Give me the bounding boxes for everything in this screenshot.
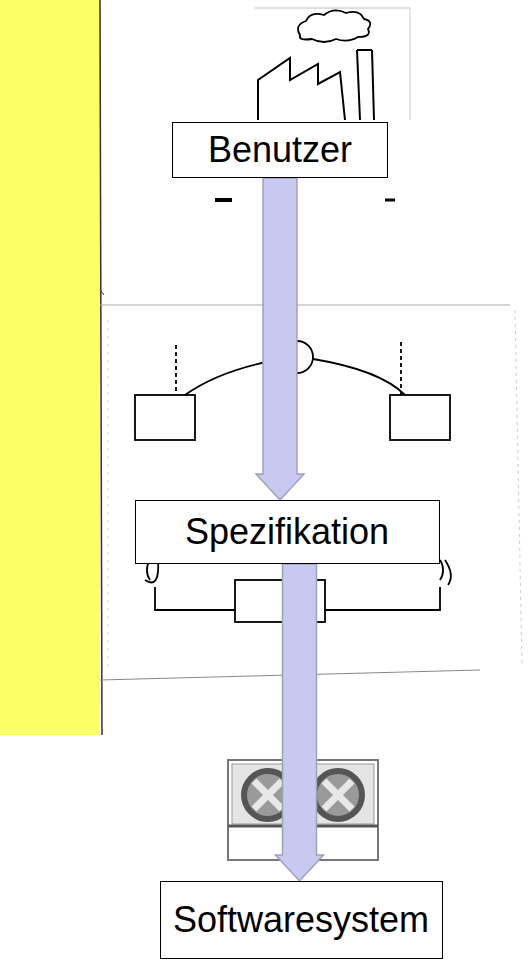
user-box: Benutzer (172, 122, 388, 178)
band-edge (100, 0, 102, 735)
specification-box: Spezifikation (135, 500, 440, 564)
block-arrow (256, 178, 304, 500)
band-edge (100, 290, 104, 295)
yellow-band (0, 0, 100, 735)
box-label: Softwaresystem (173, 899, 429, 940)
box-label: Benutzer (208, 129, 352, 170)
block-arrow (276, 564, 324, 881)
box-label: Spezifikation (185, 511, 389, 552)
system-box: Softwaresystem (160, 881, 443, 959)
